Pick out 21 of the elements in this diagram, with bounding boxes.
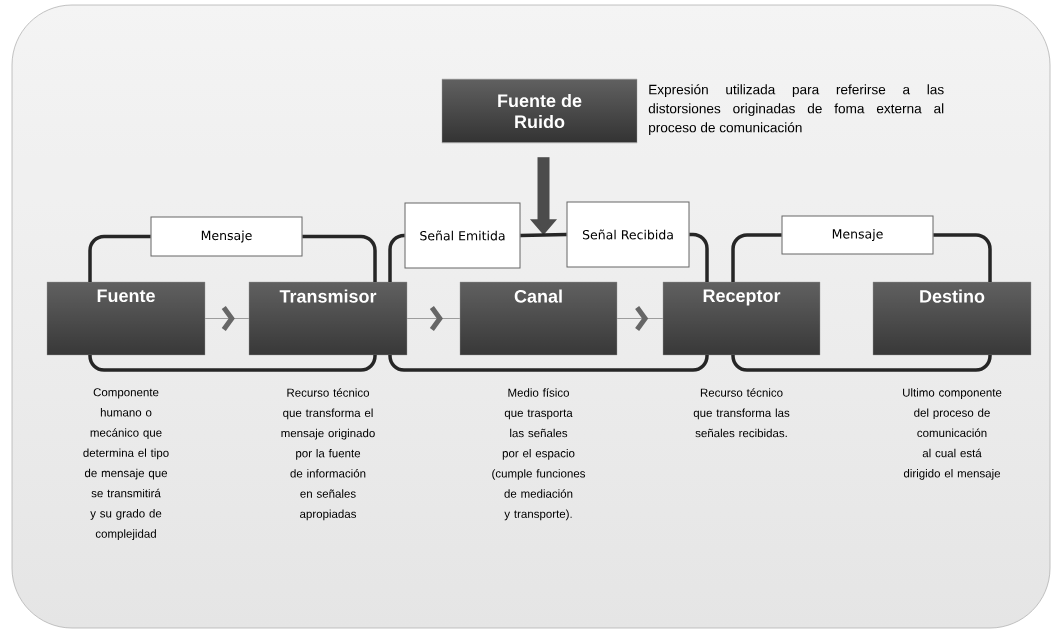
note-text: Expresión utilizada para referirse a las distorsiones originadas de foma externa al proceso de comunicación: [648, 84, 944, 136]
message-label-box: Señal Recibida: [566, 201, 690, 268]
noise-source-box: Fuente de Ruido: [441, 78, 638, 144]
description-text: Recurso técnico que transforma el mensaje originado por la fuente de información en señales apropiadas: [281, 388, 375, 521]
process-box: Fuente: [46, 281, 206, 356]
process-box: Destino: [872, 281, 1032, 356]
connector-line: [302, 234, 377, 282]
message-label-box: Mensaje: [150, 216, 303, 257]
description-text: Recurso técnico que transforma las señales recibidas.: [693, 388, 790, 438]
connector-line: [731, 233, 782, 282]
process-box: Receptor: [662, 281, 821, 356]
description-text: Componente humano o mecánico que determina el tipo de mensaje que se transmitirá y su grado de complejidad: [83, 388, 169, 540]
process-box: Transmisor: [248, 281, 408, 356]
description-text: Medio físico que trasporta las señales por el espacio (cumple funciones de mediación y transporte).: [492, 388, 586, 521]
connector-line: [520, 232, 567, 238]
connector-line: [88, 234, 151, 282]
process-box: Canal: [459, 281, 618, 356]
message-label-box: Mensaje: [781, 215, 934, 255]
message-label-box: Señal Emitida: [404, 202, 521, 269]
connector-line: [933, 233, 992, 282]
description-text: Ultimo componente del proceso de comunicación al cual está dirigido el mensaje: [903, 388, 1002, 480]
